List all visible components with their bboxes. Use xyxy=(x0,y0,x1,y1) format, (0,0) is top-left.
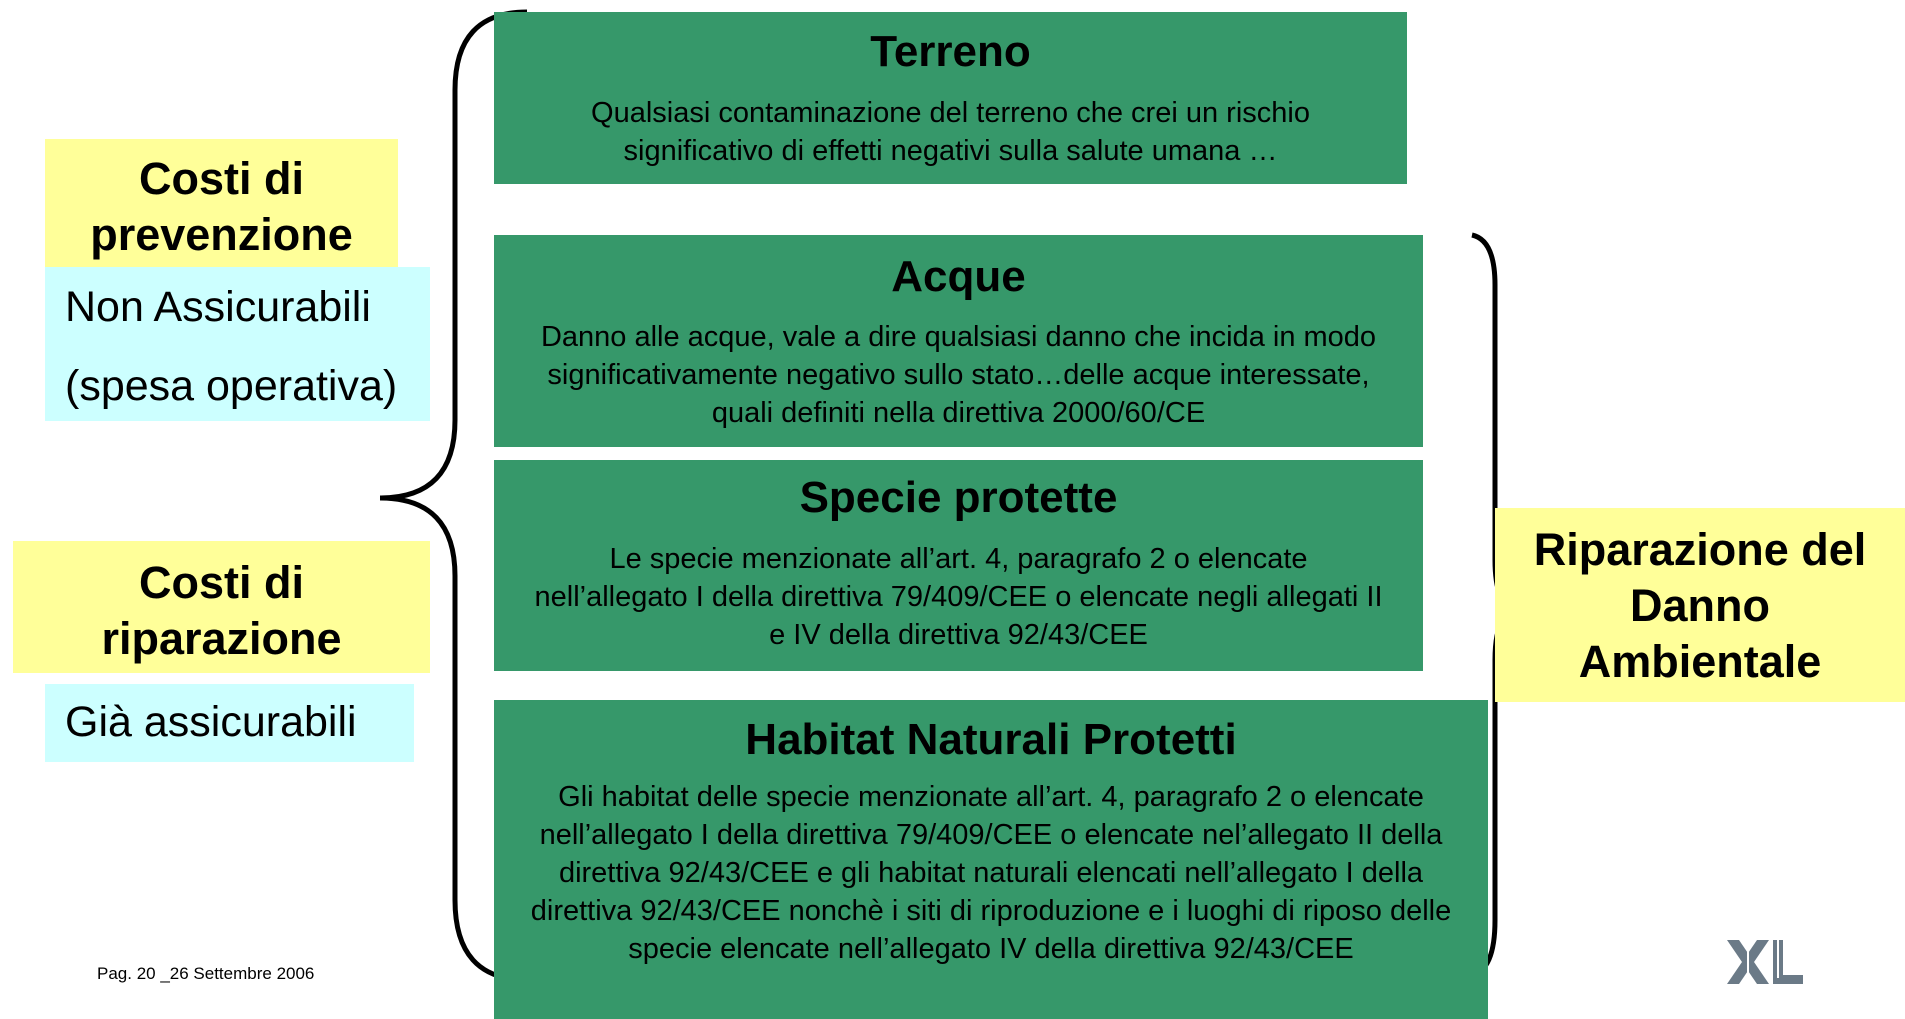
category-text: Le specie menzionate all’art. 4, paragra… xyxy=(534,543,1383,651)
category-title: Terreno xyxy=(870,27,1031,76)
category-title: Habitat Naturali Protetti xyxy=(745,715,1237,764)
category-text: Qualsiasi contaminazione del terreno che… xyxy=(591,97,1310,167)
xl-logo xyxy=(1727,940,1803,984)
category-text: Danno alle acque, vale a dire qualsiasi … xyxy=(540,321,1377,429)
prevention-note-line1: Non Assicurabili xyxy=(65,283,371,331)
repair-insurability-note: Già assicurabili xyxy=(45,684,414,762)
page-footer: Pag. 20 _26 Settembre 2006 xyxy=(97,964,315,983)
category-box-specie-protette: Specie protette Le specie menzionate all… xyxy=(494,460,1423,671)
category-box-terreno: Terreno Qualsiasi contaminazione del ter… xyxy=(494,12,1407,184)
repair-note-text: Già assicurabili xyxy=(65,698,357,746)
prevention-costs-label: Costi di prevenzione xyxy=(45,139,398,269)
category-title: Specie protette xyxy=(799,473,1118,522)
category-text: Gli habitat delle specie menzionate all’… xyxy=(530,781,1452,965)
prevention-note-line2: (spesa operativa) xyxy=(65,362,398,410)
category-box-acque: Acque Danno alle acque, vale a dire qual… xyxy=(494,235,1423,447)
prevention-insurability-note: Non Assicurabili (spesa operativa) xyxy=(45,267,430,421)
category-box-habitat: Habitat Naturali Protetti Gli habitat de… xyxy=(494,700,1488,1019)
left-curly-brace xyxy=(379,9,528,983)
category-title: Acque xyxy=(891,252,1026,301)
environmental-damage-repair-label: Riparazione del Danno Ambientale xyxy=(1495,508,1905,702)
repair-costs-label: Costi di riparazione xyxy=(13,541,430,673)
